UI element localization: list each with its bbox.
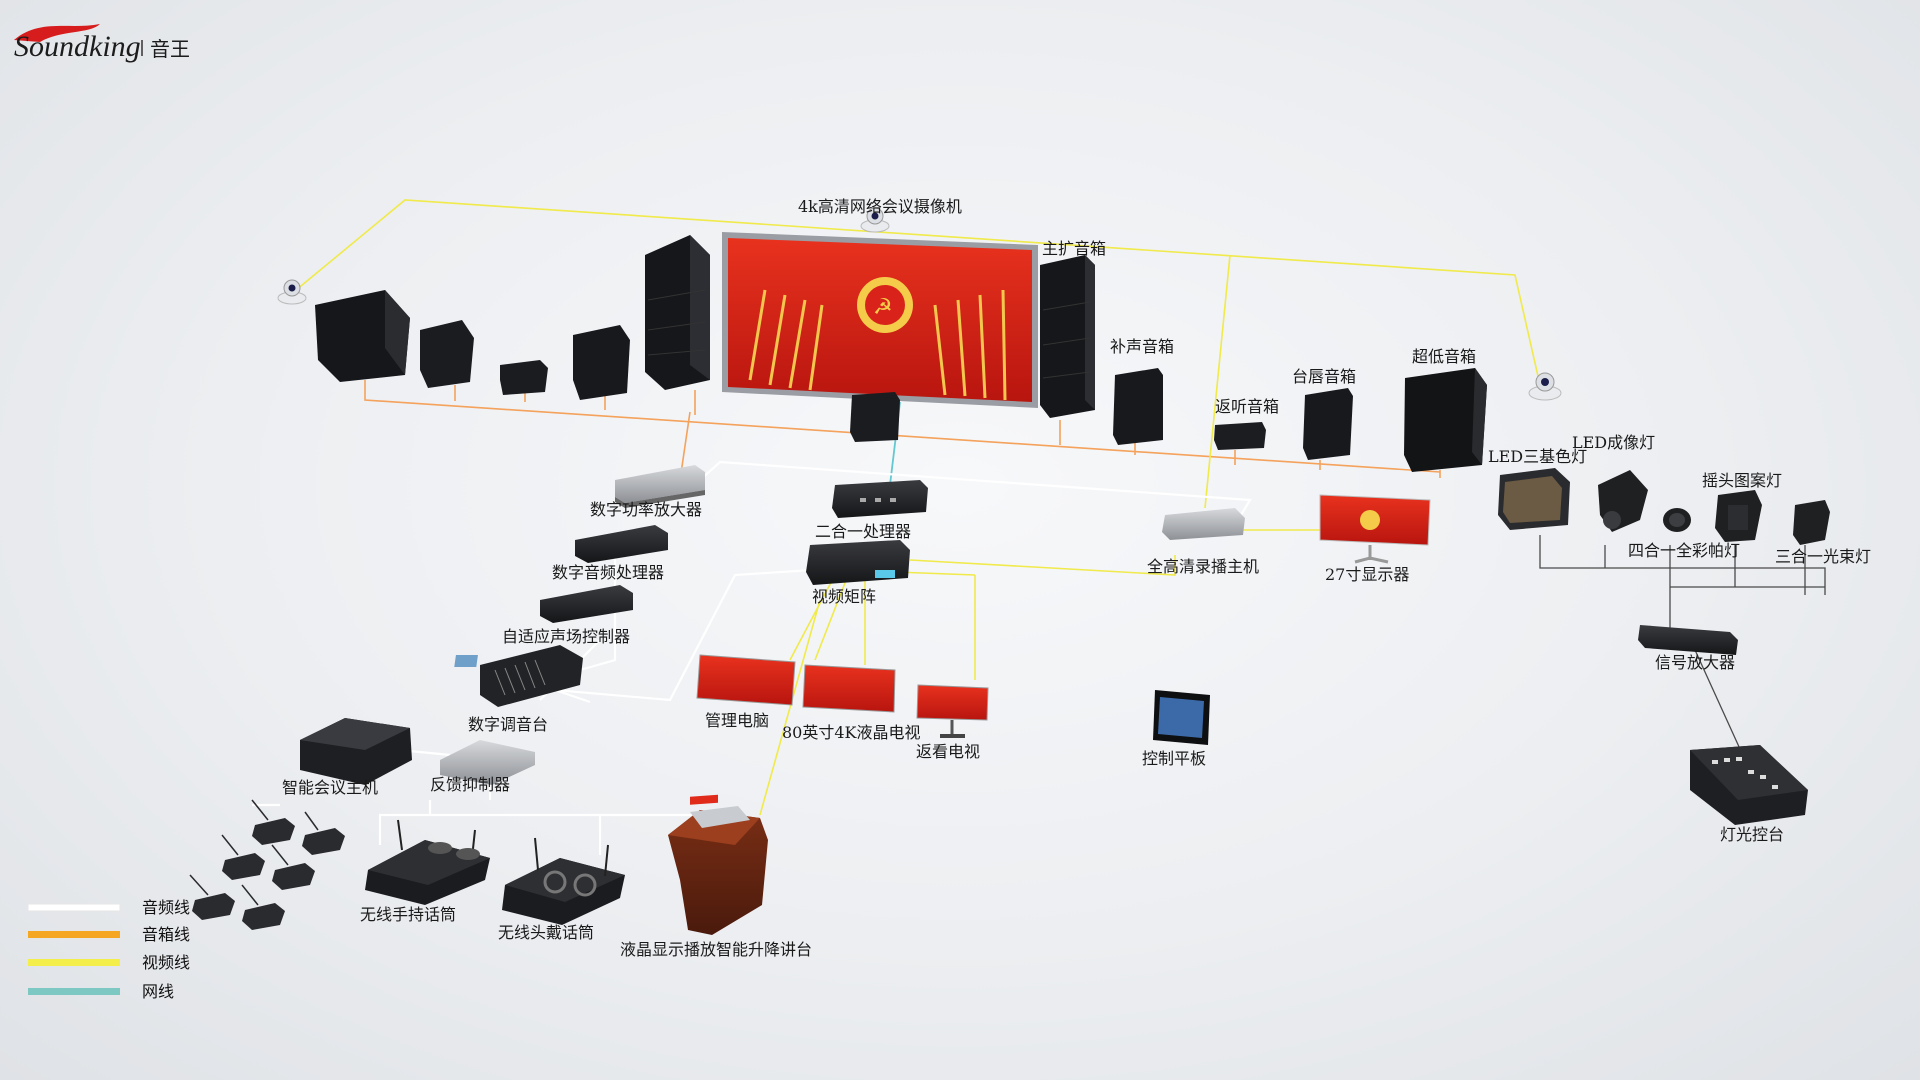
monitor-speaker [1214,422,1266,450]
label-podium: 液晶显示播放智能升降讲台 [620,940,812,959]
lip-speaker [1303,388,1353,460]
label-handheld-mic: 无线手持话筒 [360,905,456,924]
legend: 音频线 音箱线 视频线 网线 [27,898,190,1001]
speaker-left-small [500,360,548,395]
svg-text:音频线: 音频线 [142,898,190,917]
brand-name: Soundking [14,30,141,63]
label-display27: 27寸显示器 [1325,565,1409,584]
label-led-tricolor: LED三基色灯 [1488,447,1587,466]
label-signal-amp: 信号放大器 [1655,653,1735,672]
label-led-imaging: LED成像灯 [1572,433,1655,452]
legend-item-network: 网线 [28,982,174,1001]
main-led-screen: ☭ [722,232,1038,408]
handheld-mic-receiver [365,819,490,905]
label-moving-head: 摇头图案灯 [1702,471,1782,490]
label-feedback: 反馈抑制器 [430,775,510,794]
legend-item-video: 视频线 [28,953,190,972]
label-mgmt-pc: 管理电脑 [705,711,769,730]
headset-mic-receiver [502,837,625,925]
label-camera4k: 4k高清网络会议摄像机 [798,197,962,216]
label-subwoofer: 超低音箱 [1412,347,1476,366]
delegate-units [189,799,345,930]
svg-text:视频线: 视频线 [142,953,190,972]
line-array-right [1040,255,1095,418]
label-lip-speaker: 台唇音箱 [1292,367,1356,386]
label-two-in-one: 二合一处理器 [815,522,911,541]
adaptive-controller [540,585,633,623]
label-adaptive-ctrl: 自适应声场控制器 [502,627,630,646]
brand-logo: Soundking 音王 [14,24,190,63]
label-light-console: 灯光控台 [1720,825,1784,844]
label-return-tv: 返看电视 [916,742,980,761]
devices: Soundking 音王 [14,24,1830,935]
two-in-one-processor [832,480,928,518]
label-mixer: 数字调音台 [468,715,548,734]
moving-head-light [1715,490,1762,542]
svg-text:☭: ☭ [873,295,893,320]
label-headset-mic: 无线头戴话筒 [498,923,594,942]
camera-top [860,207,890,233]
display-27 [1319,494,1431,564]
speaker-left-cabinet [573,325,630,400]
subwoofer [1404,368,1487,472]
label-par-light: 四合一全彩帕灯 [1628,541,1740,560]
label-main-speaker: 主扩音箱 [1042,239,1106,258]
video-matrix [806,540,910,585]
lcd-80-tv [802,664,896,713]
speaker-left-medium [420,320,474,388]
smart-podium [668,794,768,935]
fill-speaker [1113,368,1163,445]
audio-processor [575,525,668,563]
brand-cn: 音王 [150,37,190,61]
label-recorder: 全高清录播主机 [1147,557,1259,576]
label-lcd80: 80英寸4K液晶电视 [782,723,921,742]
svg-text:网线: 网线 [142,982,174,1001]
legend-item-audio: 音频线 [27,898,190,917]
labels: 4k高清网络会议摄像机 主扩音箱 补声音箱 返听音箱 台唇音箱 超低音箱 LED… [282,197,1871,959]
line-array-left [645,235,710,390]
label-video-matrix: 视频矩阵 [812,587,876,606]
speaker-left-large [315,290,410,382]
video-cables [289,199,1541,816]
led-tricolor-light [1498,468,1570,530]
label-beam-light: 三合一光束灯 [1775,547,1871,566]
label-fill-speaker: 补声音箱 [1110,337,1174,356]
power-amp [615,465,705,508]
signal-amplifier [1638,625,1738,655]
mgmt-pc-screen [696,654,796,706]
label-tablet: 控制平板 [1142,749,1206,768]
par-light [1663,508,1691,532]
lighting-console [1690,745,1808,825]
camera-right [1528,372,1562,401]
digital-mixer [454,645,583,707]
label-power-amp: 数字功率放大器 [590,500,702,519]
led-imaging-light [1598,470,1648,532]
legend-item-speaker: 音箱线 [28,925,190,944]
lighting-cables [1539,535,1826,761]
conference-host [300,718,412,785]
return-tv [916,684,989,738]
label-conf-host: 智能会议主机 [282,778,378,797]
svg-text:音箱线: 音箱线 [142,925,190,944]
recorder-host [1162,508,1245,540]
control-tablet [1153,690,1210,745]
camera-left [277,279,307,305]
label-monitor-speaker: 返听音箱 [1215,397,1279,416]
beam-light [1793,500,1830,545]
label-audio-proc: 数字音频处理器 [552,563,664,582]
center-subbox [850,392,900,442]
feedback-suppressor [440,740,535,785]
